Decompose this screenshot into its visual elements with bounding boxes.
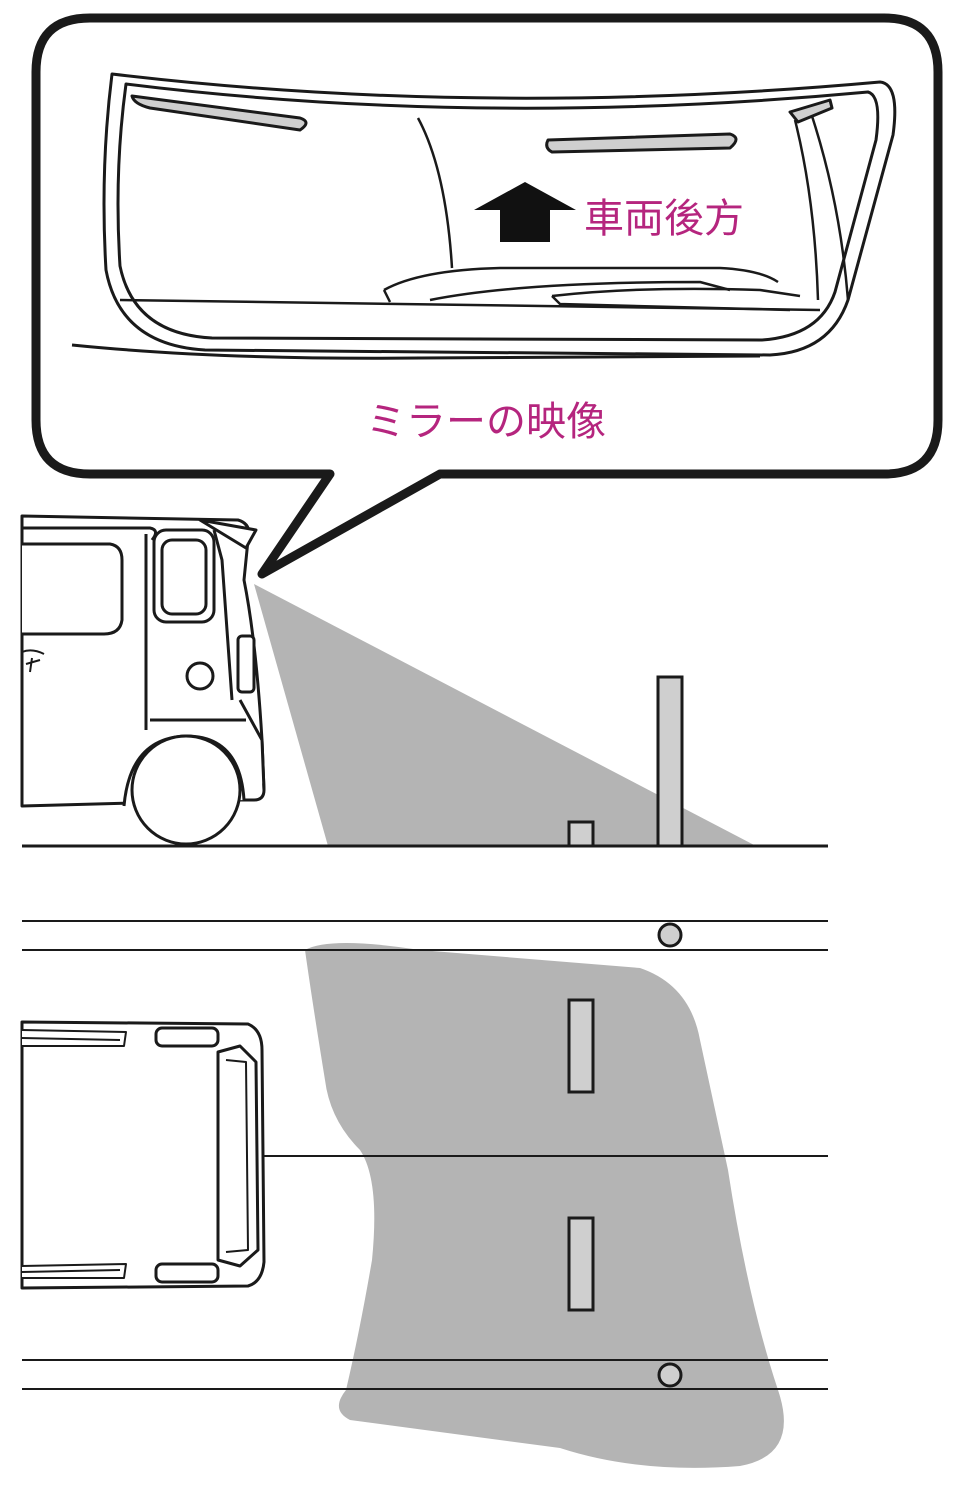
top-pole-upper [657, 922, 683, 948]
side-view-vehicle [20, 514, 266, 846]
side-tall-pole [656, 675, 684, 848]
up-arrow-icon [474, 182, 576, 242]
mirror-frame-outer [102, 72, 897, 357]
top-view-coverage-area [305, 943, 784, 1468]
lane-lines [22, 920, 828, 1390]
mirror-frame-inner [116, 82, 880, 342]
speech-bubble [31, 13, 943, 579]
direction-label: 車両後方 [584, 196, 744, 242]
top-lane-marker-upper [567, 998, 595, 1094]
mirror-light-left [130, 94, 308, 132]
top-lane-marker-lower [567, 1216, 595, 1312]
side-view-coverage-area [254, 584, 756, 846]
mirror-caption: ミラーの映像 [366, 399, 606, 445]
top-view-vehicle [20, 1020, 266, 1290]
mirror-light-center [545, 132, 738, 154]
mirror-light-right [788, 98, 834, 124]
top-pole-lower [657, 1362, 683, 1388]
side-view-wheel [130, 734, 242, 846]
mirror-view [71, 72, 897, 360]
side-short-obstacle [567, 820, 595, 848]
